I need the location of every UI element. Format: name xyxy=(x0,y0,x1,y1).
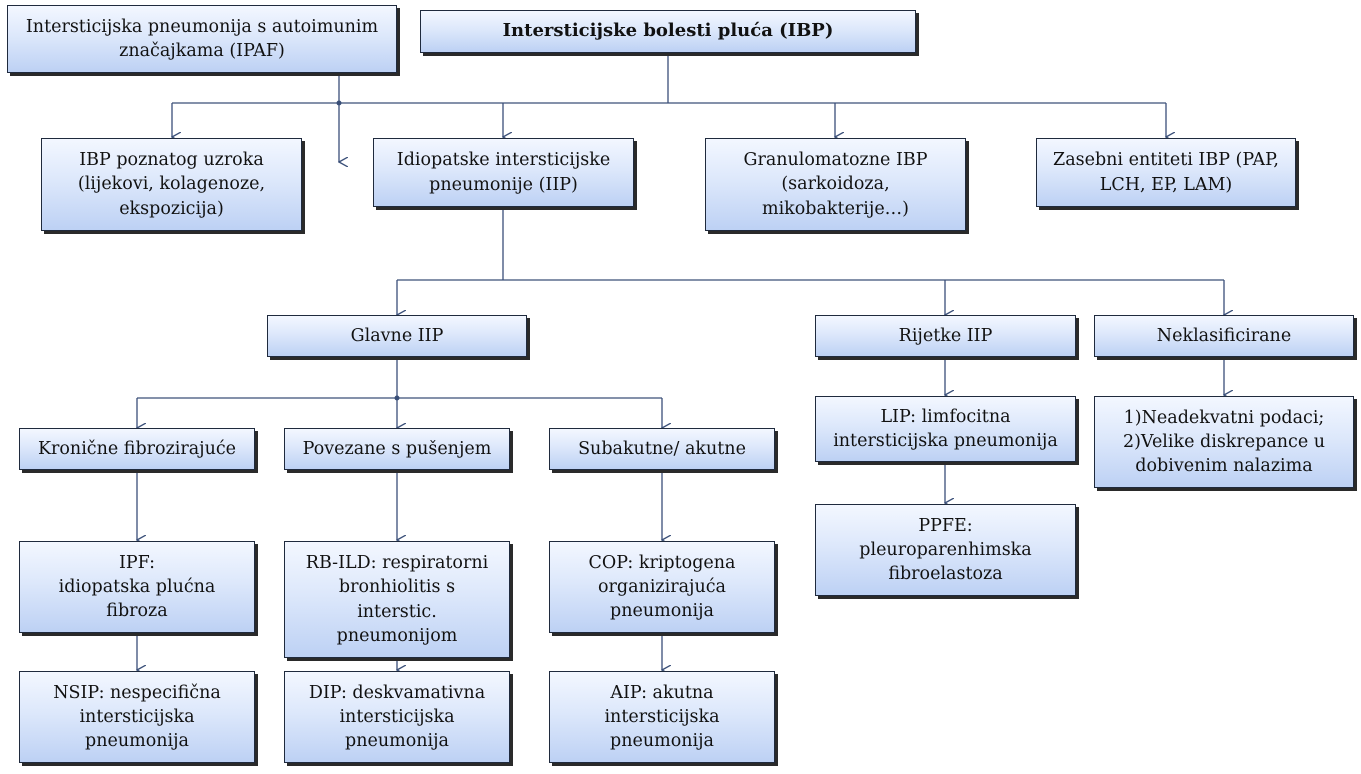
node-lip: LIP: limfocitna intersticijska pneumonij… xyxy=(815,396,1076,462)
node-rb-ild-label: RB-ILD: respiratorni bronhiolitis s inte… xyxy=(305,553,489,646)
node-smoking-related-label: Povezane s pušenjem xyxy=(302,438,492,459)
node-ipaf: Intersticijska pneumonija s autoimunim z… xyxy=(7,5,397,73)
node-rb-ild: RB-ILD: respiratorni bronhiolitis s inte… xyxy=(284,541,510,658)
node-subacute-acute-label: Subakutne/ akutne xyxy=(578,438,746,459)
node-iip: Idiopatske intersticijske pneumonije (II… xyxy=(373,138,634,207)
node-unclassified-reasons: 1)Neadekvatni podaci; 2)Velike diskrepan… xyxy=(1094,396,1354,488)
node-separate-label: Zasebni entiteti IBP (PAP, LCH, EP, LAM) xyxy=(1053,150,1279,195)
node-ipf-label: IPF: idiopatska plućna fibroza xyxy=(58,552,216,622)
node-aip: AIP: akutna intersticijska pneumonija xyxy=(549,671,775,763)
node-smoking-related: Povezane s pušenjem xyxy=(284,428,510,470)
node-root: Intersticijske bolesti pluća (IBP) xyxy=(420,10,916,53)
node-ipaf-label: Intersticijska pneumonija s autoimunim z… xyxy=(25,16,379,61)
node-unclassified-reasons-label: 1)Neadekvatni podaci; 2)Velike diskrepan… xyxy=(1122,407,1326,477)
node-aip-label: AIP: akutna intersticijska pneumonija xyxy=(604,682,720,752)
node-known-cause-label: IBP poznatog uzroka (lijekovi, kolagenoz… xyxy=(77,150,266,219)
node-major-iip-label: Glavne IIP xyxy=(350,325,444,346)
node-ppfe: PPFE: pleuroparenhimska fibroelastoza xyxy=(815,504,1076,596)
node-subacute-acute: Subakutne/ akutne xyxy=(549,428,775,470)
node-nsip: NSIP: nespecifična intersticijska pneumo… xyxy=(19,671,255,763)
node-ppfe-label: PPFE: pleuroparenhimska fibroelastoza xyxy=(859,515,1032,585)
node-unclassified-label: Neklasificirane xyxy=(1156,325,1292,346)
node-ipf: IPF: idiopatska plućna fibroza xyxy=(19,541,255,633)
node-root-label: Intersticijske bolesti pluća (IBP) xyxy=(502,20,834,42)
node-dip-label: DIP: deskvamativna intersticijska pneumo… xyxy=(308,682,486,752)
node-cop: COP: kriptogena organizirajuća pneumonij… xyxy=(549,541,775,633)
node-dip: DIP: deskvamativna intersticijska pneumo… xyxy=(284,671,510,763)
node-granulomatous-label: Granulomatozne IBP (sarkoidoza, mikobakt… xyxy=(743,150,928,219)
node-known-cause: IBP poznatog uzroka (lijekovi, kolagenoz… xyxy=(41,138,302,231)
node-iip-label: Idiopatske intersticijske pneumonije (II… xyxy=(396,150,611,195)
node-rare-iip-label: Rijetke IIP xyxy=(898,325,993,346)
node-chronic-fibrosing-label: Kronične fibrozirajuće xyxy=(37,438,237,459)
node-nsip-label: NSIP: nespecifična intersticijska pneumo… xyxy=(53,682,221,752)
node-separate: Zasebni entiteti IBP (PAP, LCH, EP, LAM) xyxy=(1036,138,1296,207)
junction-dot-level1 xyxy=(336,100,342,106)
node-major-iip: Glavne IIP xyxy=(267,315,527,357)
node-chronic-fibrosing: Kronične fibrozirajuće xyxy=(19,428,255,470)
junction-dot-level3 xyxy=(394,395,400,401)
node-lip-label: LIP: limfocitna intersticijska pneumonij… xyxy=(833,406,1058,451)
node-unclassified: Neklasificirane xyxy=(1094,315,1354,357)
node-granulomatous: Granulomatozne IBP (sarkoidoza, mikobakt… xyxy=(705,138,966,231)
node-rare-iip: Rijetke IIP xyxy=(815,315,1076,357)
node-cop-label: COP: kriptogena organizirajuća pneumonij… xyxy=(588,552,736,622)
